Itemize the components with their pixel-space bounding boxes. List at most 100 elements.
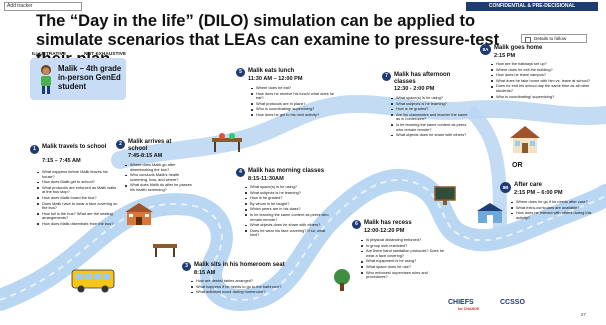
step-1-badge: 1 [30,145,39,154]
list-item: What does Malik do after he passes his h… [124,183,196,192]
step-4-questions: What space(s) is he using? What subjects… [244,184,334,239]
or-label: OR [512,162,523,169]
list-item: Are there hand sanitation protocols? Doe… [360,248,446,258]
list-item: How does he get to his next activity? [250,112,340,118]
step-5-title: Malik eats lunch [248,68,295,74]
step-1-title: Malik travels to school [42,144,107,150]
illustrative-note: ILLUSTRATIVE [32,52,67,57]
list-item: Does Malik have to wear a face covering … [36,201,118,211]
step-5-badge: 5 [236,68,245,77]
list-item: Is he learning the same content as peers… [390,122,468,132]
list-item: What protocols are enforced as Malik wai… [36,185,118,195]
step-8a-badge: 8A [480,44,491,55]
step-6-time: 12:00-12:20 PM [364,228,405,234]
step-3-title: Malik sits in his homeroom seat [194,262,285,268]
step-7-time: 12:30 - 2:00 PM [394,86,435,92]
list-item: What happens if he needs to go to the ba… [190,284,300,290]
step-1-questions: What happens before Malik leaves his hou… [36,169,118,228]
list-item: Who conducts Malik's health screening, h… [124,172,196,182]
list-item: What extra-curriculars are available? [510,205,596,211]
step-8b-title: After care [514,182,543,188]
school-bus-icon [71,269,115,293]
step-7-badge: 7 [382,72,391,81]
list-item: What subjects is he learning? [244,190,334,196]
step-2-questions: Where does Malik go after disembarking t… [124,162,196,194]
step-6-questions: Is physical distancing enforced? Is grou… [360,237,446,281]
step-3-questions: How are desks/ tables arranged? What hap… [190,278,300,296]
list-item: Where does Malik go after disembarking t… [124,162,196,172]
list-item: How are desks/ tables arranged? [190,278,300,284]
step-6-badge: 6 [352,220,361,229]
step-8a-questions: How are the hallways set up? Where does … [490,61,590,100]
step-5-time: 11:30 AM – 12:00 PM [248,76,303,82]
step-8a-title: Malik goes home [494,45,543,51]
ccsso-logo: CCSSO [500,299,525,306]
list-item: How are the hallways set up? [490,61,590,67]
list-item: What space(s) is he using? [244,184,334,190]
list-item: Does he wear his face covering? If so, w… [244,228,334,238]
lunch-table-icon [212,133,242,152]
list-item: By whom is he taught? [244,201,334,207]
list-item: How does he interact with others during … [510,210,596,220]
list-item: Does he end his school day the same time… [490,84,590,93]
list-item: Where does he go if he needs after care? [510,199,596,205]
list-item: Who enforces/ supervises rules and proce… [360,270,446,280]
step-3-time: 8:15 AM [194,270,216,276]
step-4-time: 8:15-11:30AM [248,176,284,182]
step-1-time: 7:15 – 7:45 AM [42,158,81,164]
list-item: How does Malik get to school? [36,180,118,185]
after-care-building-icon [477,203,503,223]
list-item: How is he graded? [390,107,468,112]
list-item: Where does he eat? [250,85,340,91]
recess-tree-icon [334,269,350,291]
list-item: Is physical distancing enforced? [360,237,446,243]
list-item: How full is the bus? What are the seatin… [36,211,118,221]
step-4-title: Malik has morning classes [248,168,325,174]
add-tracker-field[interactable]: Add tracker [4,2,82,11]
step-7-title: Malik has afternoon classes [394,72,451,85]
details-to-follow-checkbox[interactable]: Details to follow [521,34,587,43]
list-item: Where does he exit the building? [490,67,590,73]
list-item: Is group size restricted? [360,243,446,249]
step-8b-badge: 8B [500,182,511,193]
not-exhaustive-note: NOT EXHAUSTIVE [84,52,127,57]
page-number: 27 [580,312,586,317]
list-item: How does he leave campus? [490,73,590,78]
list-item: Who is coordinating/ supervising? [490,94,590,100]
step-2-badge: 2 [116,140,125,149]
list-item: What protocols are in place? [250,101,340,107]
list-item: What equipment is he using? [360,259,446,264]
student-avatar-icon [41,65,51,94]
list-item: What subjects is he learning? [390,101,468,107]
list-item: Is he learning the same content as peers… [244,212,334,222]
student-name: Malik – 4th grade in-person GenEd studen… [58,64,122,91]
desk-icon [153,244,177,257]
page-title: The “Day in the life” (DILO) simulation … [36,12,500,68]
chiefs-for-change-subtitle: for CHANGE [458,307,480,311]
step-8b-questions: Where does he go if he needs after care?… [510,199,596,221]
step-4-badge: 4 [236,168,245,177]
list-item: What objects does he share with others? [244,223,334,228]
list-item: How does Malik disembark from the bus? [36,221,118,227]
list-item: Who is coordinating/ supervising? [250,107,340,112]
step-2-time: 7:45-8:15 AM [128,153,163,159]
list-item: What objects does he share with others? [390,133,468,138]
step-5-questions: Where does he eat? How does he receive h… [250,85,340,119]
chalkboard-icon [434,186,456,205]
list-item: Which peers are in his class? [244,207,334,212]
list-item: What space(s) is he using? [390,95,468,101]
list-item: What happens before Malik leaves his hou… [36,169,118,179]
list-item: What space does he use? [360,264,446,270]
house-icon [510,126,540,153]
step-3-badge: 3 [182,262,191,271]
confidential-banner: CONFIDENTIAL & PRE-DECISIONAL [466,2,598,11]
list-item: What does he take home with him vs. leav… [490,78,590,84]
step-7-questions: What space(s) is he using? What subjects… [390,95,468,139]
step-6-title: Malik has recess [364,220,412,226]
chiefs-for-change-logo: CHIEFS [448,299,474,306]
list-item: What activities occur during homeroom? [190,290,300,295]
list-item: How is he graded? [244,196,334,201]
step-2-title: Malik arrives at school [128,139,172,152]
step-8b-time: 2:15 PM – 6:00 PM [514,190,563,196]
list-item: Are his classmates and teacher the same … [390,112,468,122]
